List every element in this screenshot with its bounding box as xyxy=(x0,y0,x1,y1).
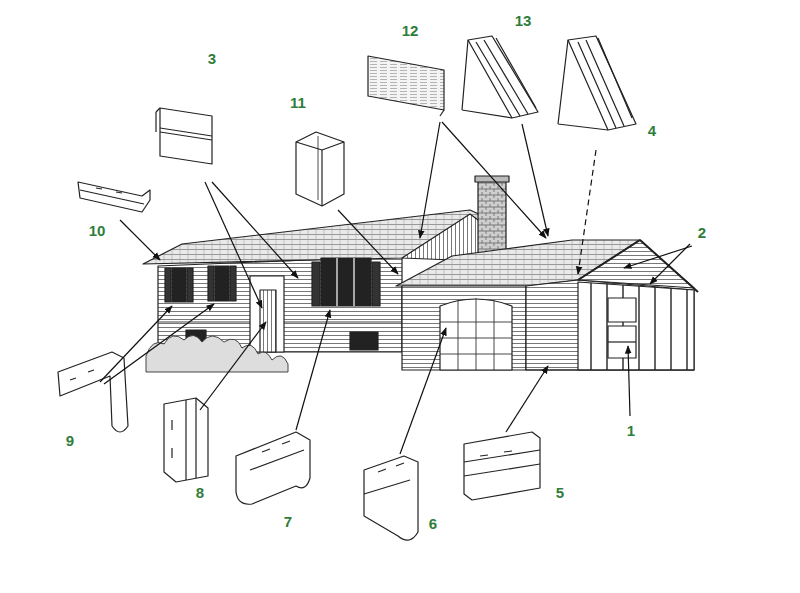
house xyxy=(143,176,698,372)
callout-number: 8 xyxy=(194,484,206,501)
callout-number: 6 xyxy=(427,515,439,532)
callout-number: 4 xyxy=(646,122,658,139)
callout-number: 5 xyxy=(554,484,566,501)
leader-lines xyxy=(100,122,692,454)
callout-number: 7 xyxy=(282,513,294,530)
callout-number: 2 xyxy=(696,224,708,241)
callout-number: 13 xyxy=(513,12,534,29)
part-sketches xyxy=(58,36,636,540)
callout-number: 10 xyxy=(87,222,108,239)
callout-number: 11 xyxy=(288,94,308,111)
callout-number: 12 xyxy=(400,22,421,39)
callout-number: 9 xyxy=(64,432,76,449)
callout-number: 1 xyxy=(625,422,637,439)
callout-number: 3 xyxy=(206,50,218,67)
